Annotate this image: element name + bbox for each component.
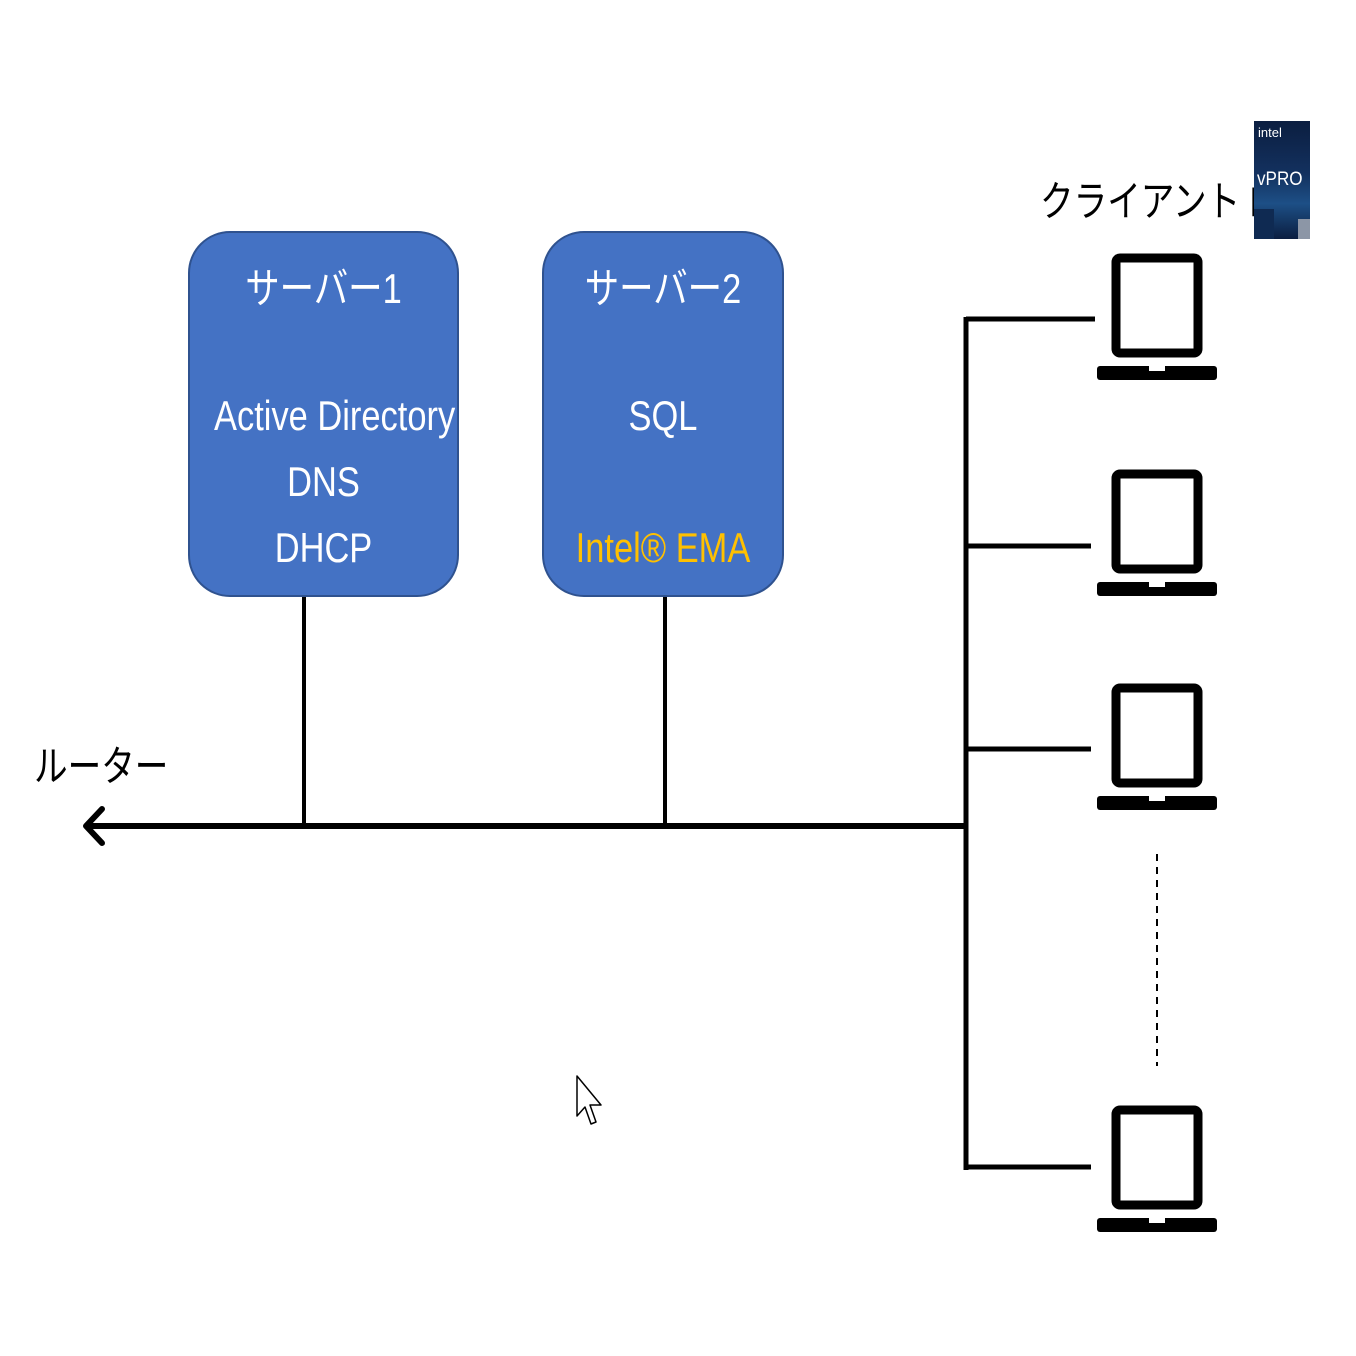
server1-service: Active Directory <box>214 392 456 439</box>
client-pc-label: クライアント PC <box>1040 178 1297 225</box>
server1-box: サーバー1 Active Directory DNS DHCP <box>188 231 459 597</box>
server2-service-highlight: Intel® EMA <box>575 524 751 571</box>
laptop-icon <box>1097 474 1217 596</box>
router-label: ルーター <box>34 743 169 790</box>
laptop-icon <box>1097 258 1217 380</box>
server2-title: サーバー2 <box>584 265 742 312</box>
intel-vpro-badge: intel vPRO <box>1254 121 1310 239</box>
server1-service: DHCP <box>274 524 373 571</box>
server2-box: サーバー2 SQL Intel® EMA <box>542 231 784 597</box>
server2-service: SQL <box>628 392 698 439</box>
laptop-icon <box>1097 1110 1217 1232</box>
laptop-icon <box>1097 688 1217 810</box>
mouse-pointer-icon <box>576 1075 602 1125</box>
badge-text: vPRO <box>1257 169 1303 190</box>
server1-service: DNS <box>287 458 360 505</box>
server1-title: サーバー1 <box>245 265 402 312</box>
arrow-left-icon <box>83 806 105 846</box>
badge-brand: intel <box>1258 125 1282 140</box>
